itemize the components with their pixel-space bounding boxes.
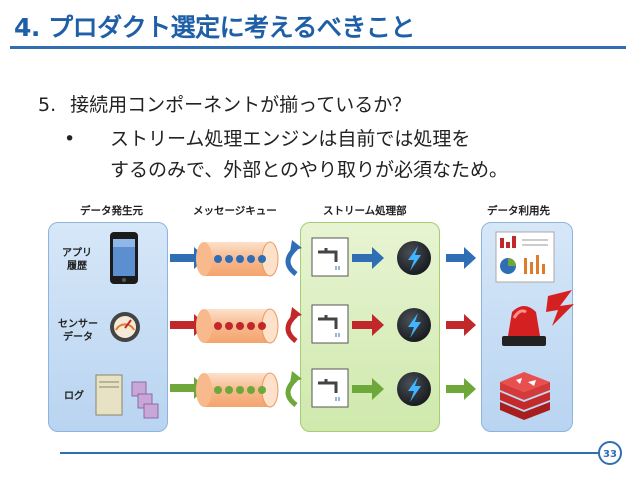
flow-row-sensor: [170, 304, 476, 344]
title-underline: [10, 46, 626, 49]
server-log-icon: [95, 374, 159, 419]
flow-row-log: [170, 368, 476, 408]
app-label-line-2: 履歴: [67, 261, 87, 272]
header-data-destination: データ利用先: [487, 205, 550, 217]
bullet-line-1: ストリーム処理エンジンは自前では処理を: [110, 128, 471, 150]
slide-title: 4. プロダクト選定に考えるべきこと: [14, 13, 415, 42]
lightning-bolt-icon: [397, 372, 431, 406]
arrow-to-processor: [352, 314, 384, 336]
gauge-icon: [110, 312, 140, 342]
bullet-line-2: するのみで、外部とのやり取りが必須なため。: [110, 159, 509, 181]
bullet-point-1: 5. 接続用コンポーネントが揃っているか？: [38, 90, 411, 117]
source-label-app: アプリ 履歴: [62, 247, 92, 273]
arrow-to-destination: [446, 314, 476, 336]
header-stream-processing: ストリーム処理部: [323, 205, 407, 217]
flow-row-app: [170, 237, 476, 277]
message-queue-cylinder: [196, 308, 279, 344]
lightning-bolt-icon: [397, 241, 431, 275]
bullet-text-block: ストリーム処理エンジンは自前では処理を するのみで、外部とのやり取りが必須なため…: [110, 124, 508, 186]
curved-arrow: [285, 377, 298, 407]
bullet-number: 5.: [38, 94, 57, 116]
message-queue-cylinder: [196, 241, 279, 277]
footer-rule: [60, 452, 598, 454]
page-number: 33: [598, 441, 622, 465]
smartphone-icon: [110, 232, 138, 284]
faucet-icon: [311, 304, 349, 344]
source-label-log: ログ: [64, 391, 84, 402]
header-data-source: データ発生元: [80, 205, 143, 217]
arrow-to-processor: [352, 378, 384, 400]
sensor-label-line-2: データ: [63, 332, 93, 343]
app-label-line-1: アプリ: [62, 248, 92, 259]
faucet-icon: [311, 237, 349, 277]
bullet-text: 接続用コンポーネントが揃っているか？: [70, 94, 412, 116]
dashboard-icon: [495, 231, 555, 283]
source-label-sensor: センサー データ: [58, 318, 98, 344]
message-queue-cylinder: [196, 372, 279, 408]
redis-database-icon: [500, 372, 550, 420]
curved-arrow: [285, 313, 298, 343]
lightning-bolt-icon: [397, 308, 431, 342]
arrow-to-destination: [446, 378, 476, 400]
sensor-label-line-1: センサー: [58, 319, 98, 330]
arrow-to-processor: [352, 247, 384, 269]
alarm-siren-icon: [502, 290, 574, 346]
header-message-queue: メッセージキュー: [193, 205, 277, 217]
curved-arrow: [285, 246, 298, 276]
arrow-to-destination: [446, 247, 476, 269]
faucet-icon: [311, 368, 349, 408]
bullet-marker: •: [64, 128, 76, 150]
